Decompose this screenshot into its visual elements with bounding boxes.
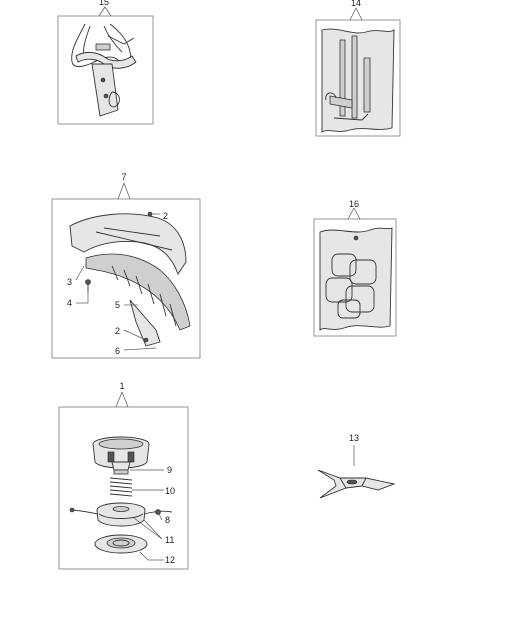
- svg-text:8: 8: [165, 515, 170, 525]
- trimmer-head-illustration: [69, 436, 173, 554]
- group-7-guard[interactable]: 7 2 3 4 5: [51, 172, 201, 359]
- svg-text:6: 6: [115, 346, 120, 356]
- svg-text:10: 10: [165, 486, 175, 496]
- svg-text:2: 2: [115, 326, 120, 336]
- blade-illustration: [317, 469, 396, 499]
- callout-2b: 2: [115, 326, 147, 341]
- callout-8: 8: [157, 511, 170, 525]
- group-label: 15: [99, 0, 109, 7]
- svg-text:3: 3: [67, 277, 72, 287]
- callout-10: 10: [132, 486, 175, 496]
- harness-illustration: [71, 23, 137, 117]
- group-label: 13: [349, 433, 359, 443]
- callout-6: 6: [115, 346, 157, 356]
- nylon-line-illustration: [319, 227, 393, 332]
- guard-illustration: [69, 211, 191, 347]
- callout-9: 9: [130, 465, 172, 475]
- group-label: 14: [351, 0, 361, 8]
- tool-kit-illustration: [321, 28, 395, 133]
- group-14-tool-kit[interactable]: 14: [315, 0, 401, 137]
- group-15-harness[interactable]: 15: [57, 0, 154, 125]
- callout-12: 12: [139, 551, 175, 565]
- svg-text:11: 11: [165, 535, 174, 545]
- svg-text:2: 2: [163, 211, 168, 221]
- group-16-nylon-line[interactable]: 16: [313, 199, 397, 337]
- callout-2a: 2: [152, 211, 168, 221]
- group-13-blade[interactable]: 13: [317, 433, 396, 499]
- group-label: 1: [119, 381, 124, 391]
- callout-4: 4: [67, 292, 89, 308]
- svg-text:4: 4: [67, 298, 72, 308]
- callout-3: 3: [67, 265, 85, 287]
- group-1-trimmer-head[interactable]: 1: [58, 381, 189, 570]
- group-label: 16: [349, 199, 359, 209]
- svg-text:5: 5: [115, 300, 120, 310]
- callout-5: 5: [115, 300, 138, 310]
- svg-text:12: 12: [165, 555, 175, 565]
- callout-11: 11: [133, 517, 174, 545]
- svg-text:9: 9: [167, 465, 172, 475]
- group-label: 7: [121, 172, 126, 182]
